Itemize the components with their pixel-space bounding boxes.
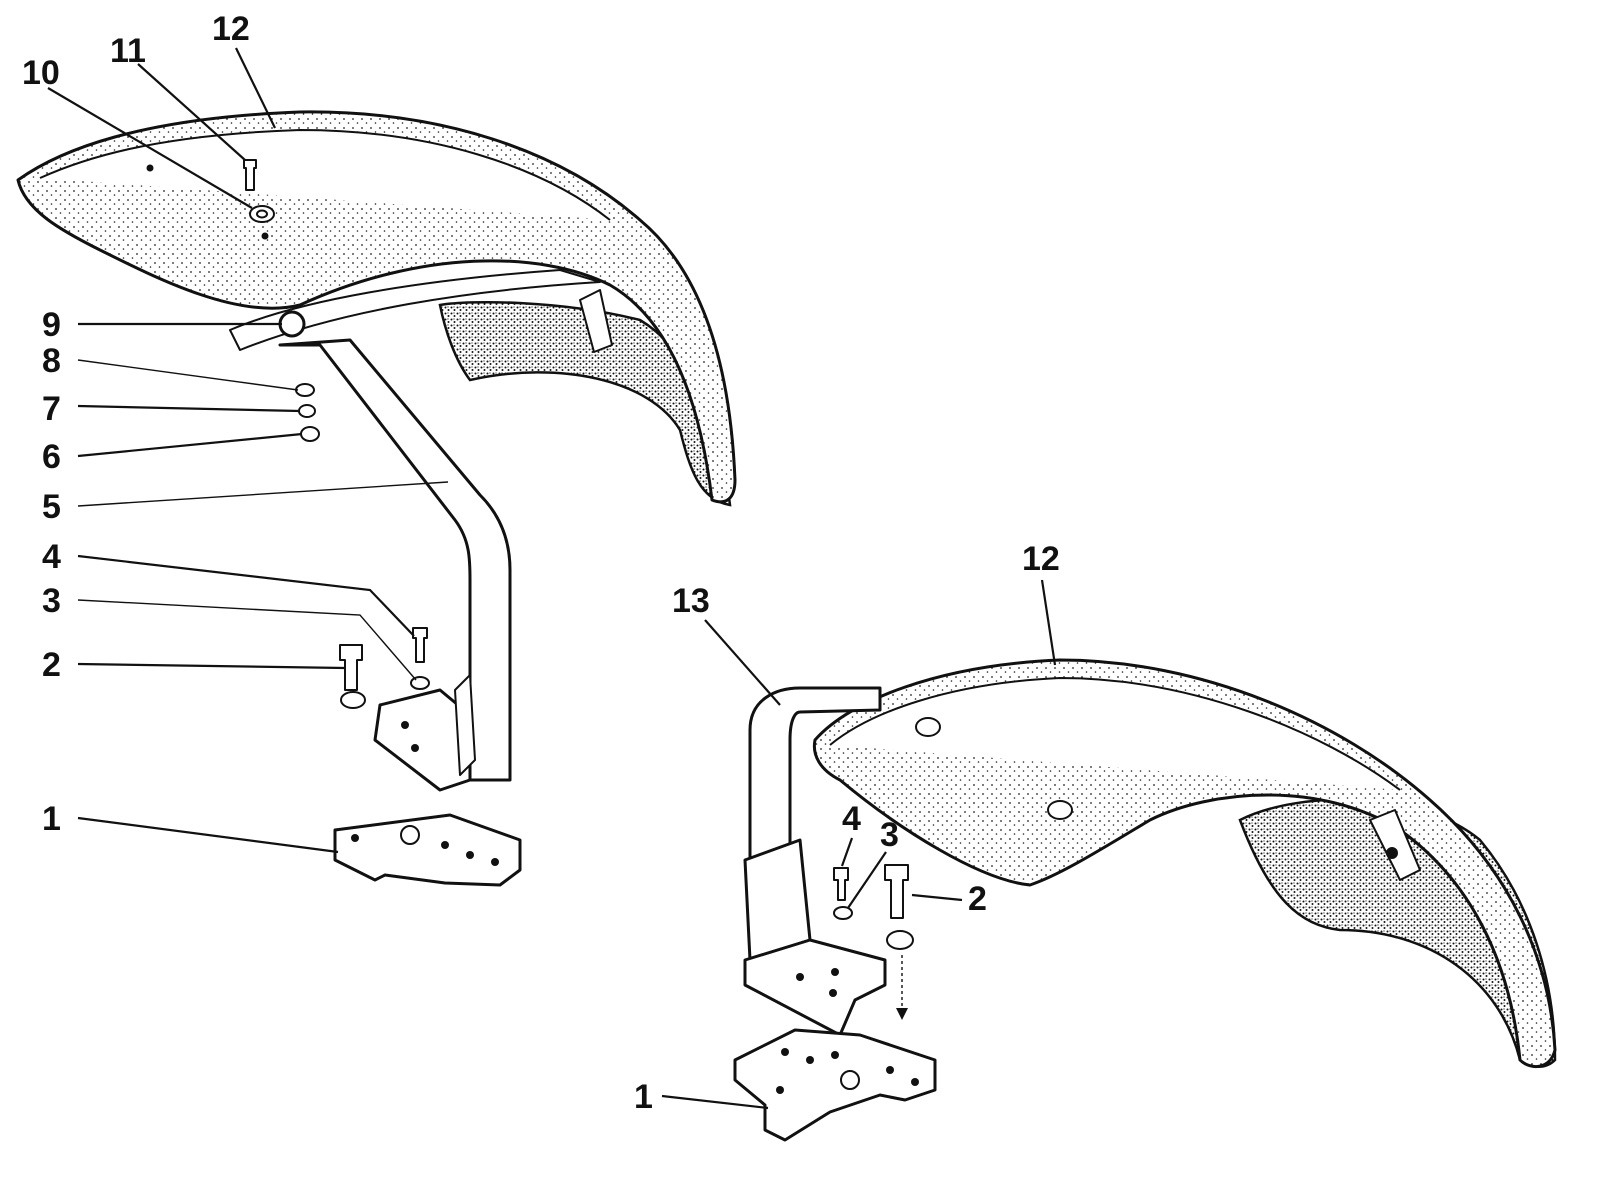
right-plate-hole-b [781,1048,789,1056]
right-plate-hole-g [776,1086,784,1094]
left-clamp-9 [278,310,306,338]
left-mounting-plate-1 [333,813,522,887]
leader-left-11 [137,63,246,161]
callout-right-3: 3 [880,816,899,854]
callout-left-1: 1 [42,800,61,838]
leader-left-8 [77,359,299,391]
leader-left-7 [77,404,301,413]
callout-left-11: 11 [110,32,146,70]
right-mounting-plate-1 [733,1028,937,1142]
right-base-bracket [743,938,887,1037]
callout-right-4: 4 [842,800,861,838]
leader-left-5 [77,481,449,507]
left-plate-hole-e [491,858,499,866]
right-fender-shell [812,658,1557,1069]
leader-left-3 [77,599,417,681]
left-shell-hole-a [146,164,154,172]
left-shell-hole-b [261,232,269,240]
left-fender-assembly [16,110,737,887]
right-washer-2 [886,930,914,950]
right-bracket-tab [1369,809,1421,881]
callout-left-2: 2 [42,646,61,684]
right-support-arm-13 [748,686,882,862]
right-tab-hole [1386,847,1398,859]
right-bracket-hole-c [829,989,837,997]
callout-right-1: 1 [634,1078,653,1116]
left-washer-10-hole [256,209,268,219]
right-assembly-arrowhead [896,1008,908,1020]
leader-right-12 [1040,579,1057,666]
right-bracket-hole-b [831,968,839,976]
callout-left-7: 7 [42,390,61,428]
leader-left-4 [77,554,415,637]
right-fender-assembly [733,658,1557,1142]
left-lockwasher-7 [298,404,316,418]
left-plate-hole-c [466,851,474,859]
left-bolt-2 [339,644,363,691]
callout-left-5: 5 [42,488,61,526]
left-base-bracket [373,688,472,792]
callout-right-13: 13 [672,582,710,620]
left-fender-rim [39,129,611,221]
leader-lines [47,47,1057,1110]
callout-left-4: 4 [42,538,61,576]
right-shell-bolt-b [1047,800,1073,820]
right-bolt-4 [833,867,849,901]
left-fender-rear-strip [229,269,601,351]
leader-left-1 [77,816,339,854]
leader-right-3 [847,851,887,909]
callout-left-8: 8 [42,342,61,380]
leader-right-2 [911,893,963,902]
left-plate-hole-a [400,825,420,845]
right-plate-hole-c [806,1056,814,1064]
callout-left-6: 6 [42,438,61,476]
leader-right-13 [704,619,781,706]
callout-right-12: 12 [1022,540,1060,578]
right-fender-rim [829,677,1401,791]
left-washer-2 [340,691,366,709]
left-bracket-hole-a [401,721,409,729]
callout-left-3: 3 [42,582,61,620]
callout-left-12: 12 [212,10,250,48]
left-bracket-hole-b [411,744,419,752]
callout-left-9: 9 [42,306,61,344]
right-bolt-2 [884,864,909,919]
callout-right-2: 2 [968,880,987,918]
right-lockwasher-3 [833,906,853,920]
left-bracket-tab [579,289,613,353]
right-plate-hole-d [831,1051,839,1059]
callout-left-10: 10 [22,54,60,92]
leader-left-6 [77,432,303,458]
leader-right-4 [840,837,854,867]
left-lockwasher-3 [410,676,430,690]
callout-labels: 12 11 10 9 8 7 6 5 4 3 2 1 13 12 4 3 2 1 [22,10,1060,1116]
right-plate-hole-f [911,1078,919,1086]
left-bolt-4 [412,627,428,663]
right-plate-hole-a [840,1070,860,1090]
left-support-arm-5 [278,338,512,782]
right-shell-bolt-a [915,717,941,737]
left-washer-8 [295,383,315,397]
left-bolt-11 [243,159,257,191]
right-plate-hole-e [886,1066,894,1074]
leader-left-2 [77,662,346,670]
leader-right-1 [661,1094,769,1110]
left-plate-hole-d [351,834,359,842]
left-bracket-upright [454,674,476,776]
leader-left-12 [235,47,276,129]
left-nut-6 [300,426,320,442]
leader-left-10 [47,87,253,209]
left-plate-hole-b [441,841,449,849]
right-bracket-hole-a [796,973,804,981]
